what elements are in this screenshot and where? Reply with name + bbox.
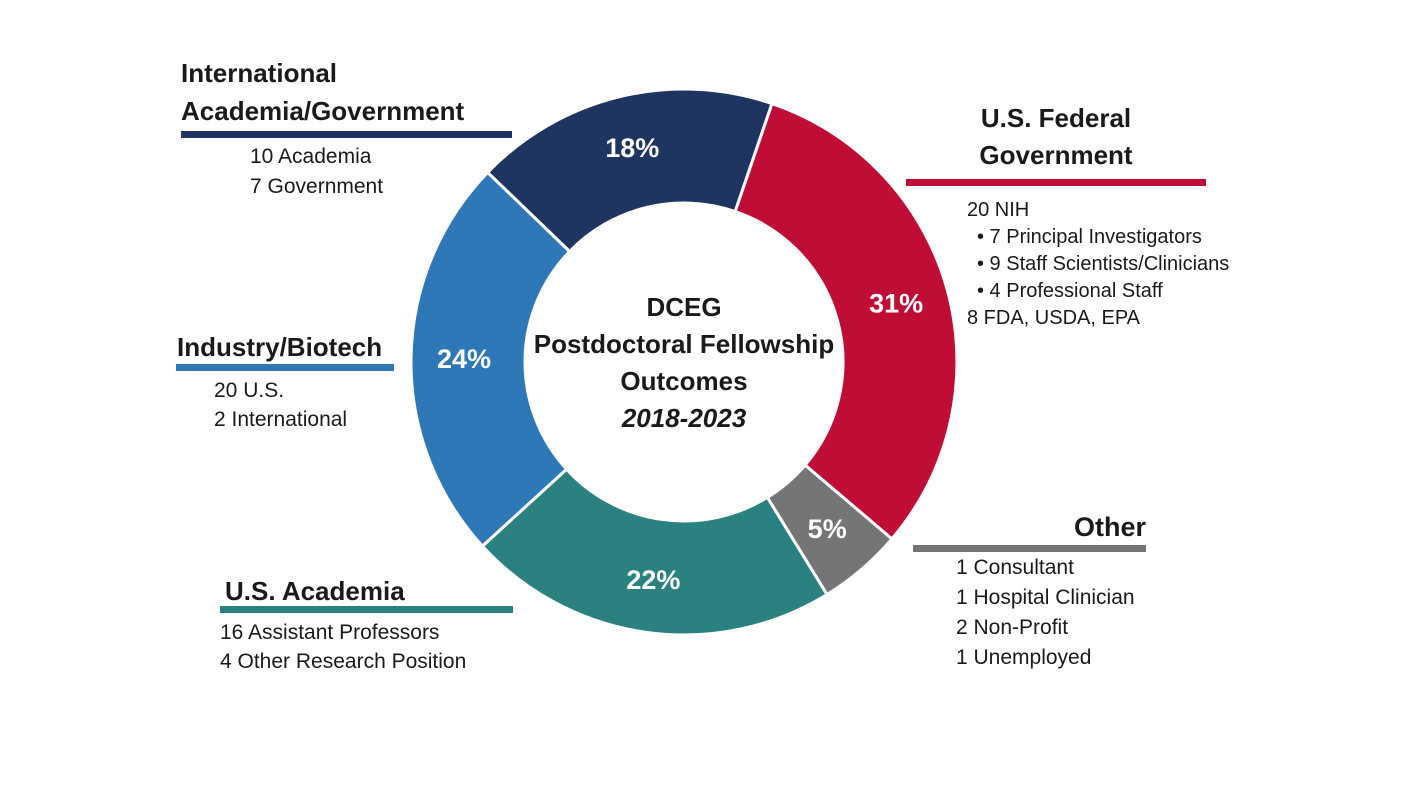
percent-label-international: 18%: [605, 133, 659, 163]
callout-other-underline: [913, 545, 1146, 552]
callout-international-title-line2: Academia/Government: [181, 96, 465, 126]
callout-item: 1 Unemployed: [956, 646, 1092, 669]
callout-international-items: 10 Academia 7 Government: [250, 142, 383, 202]
center-title-line2: Postdoctoral Fellowship: [533, 329, 835, 359]
percent-label-us-academia: 22%: [626, 565, 680, 595]
chart-center-title: DCEG Postdoctoral Fellowship Outcomes 20…: [434, 289, 934, 437]
donut-segment-international: [486, 87, 774, 253]
callout-item: 10 Academia: [250, 145, 372, 168]
donut-segment-us-federal-government: [733, 102, 959, 541]
callout-international-title: International Academia/Government: [181, 54, 464, 130]
callout-item: 1 Hospital Clinician: [956, 586, 1135, 609]
callout-item: 2 Non-Profit: [956, 616, 1069, 639]
center-title-line1: DCEG: [646, 292, 722, 322]
callout-industry-title: Industry/Biotech: [177, 332, 383, 362]
callout-international-title-line1: International: [181, 58, 338, 88]
callout-item: • 9 Staff Scientists/Clinicians: [977, 253, 1230, 275]
callout-industry-items: 20 U.S. 2 International: [214, 376, 347, 434]
callout-us-federal-title-line2: Government: [979, 140, 1133, 170]
callout-item: 4 Other Research Position: [220, 650, 467, 673]
callout-item: 20 NIH: [967, 199, 1030, 221]
center-title-years: 2018-2023: [621, 403, 747, 433]
callout-item: 1 Consultant: [956, 556, 1074, 579]
donut-segment-us-academia: [480, 467, 829, 637]
callout-us-federal-title-line1: U.S. Federal: [980, 103, 1132, 133]
callout-item: 16 Assistant Professors: [220, 621, 440, 644]
callout-other-title: Other: [1073, 512, 1146, 542]
callout-us-federal-underline: [906, 179, 1206, 186]
percent-label-industry-biotech: 24%: [437, 344, 491, 374]
callout-academia-underline: [220, 606, 513, 613]
callout-item: 2 International: [214, 408, 348, 431]
callout-item: • 4 Professional Staff: [977, 280, 1163, 302]
callout-international-underline: [181, 131, 512, 138]
callout-academia-items: 16 Assistant Professors 4 Other Research…: [220, 618, 466, 676]
callout-other-items: 1 Consultant 1 Hospital Clinician 2 Non-…: [956, 553, 1135, 673]
callout-academia-title: U.S. Academia: [225, 576, 405, 606]
callout-item: 20 U.S.: [214, 379, 285, 402]
donut-segment-industry-biotech: [409, 170, 572, 548]
callout-item: 8 FDA, USDA, EPA: [967, 307, 1141, 329]
callout-us-federal-title: U.S. Federal Government: [906, 100, 1206, 174]
callout-industry-underline: [176, 364, 394, 371]
percent-label-us-federal-government: 31%: [869, 289, 923, 319]
center-title-line3: Outcomes: [620, 366, 748, 396]
callout-item: • 7 Principal Investigators: [977, 226, 1202, 248]
percent-label-other: 5%: [808, 514, 847, 544]
callout-item: 7 Government: [250, 175, 384, 198]
callout-us-federal-items: 20 NIH • 7 Principal Investigators • 9 S…: [967, 197, 1229, 332]
